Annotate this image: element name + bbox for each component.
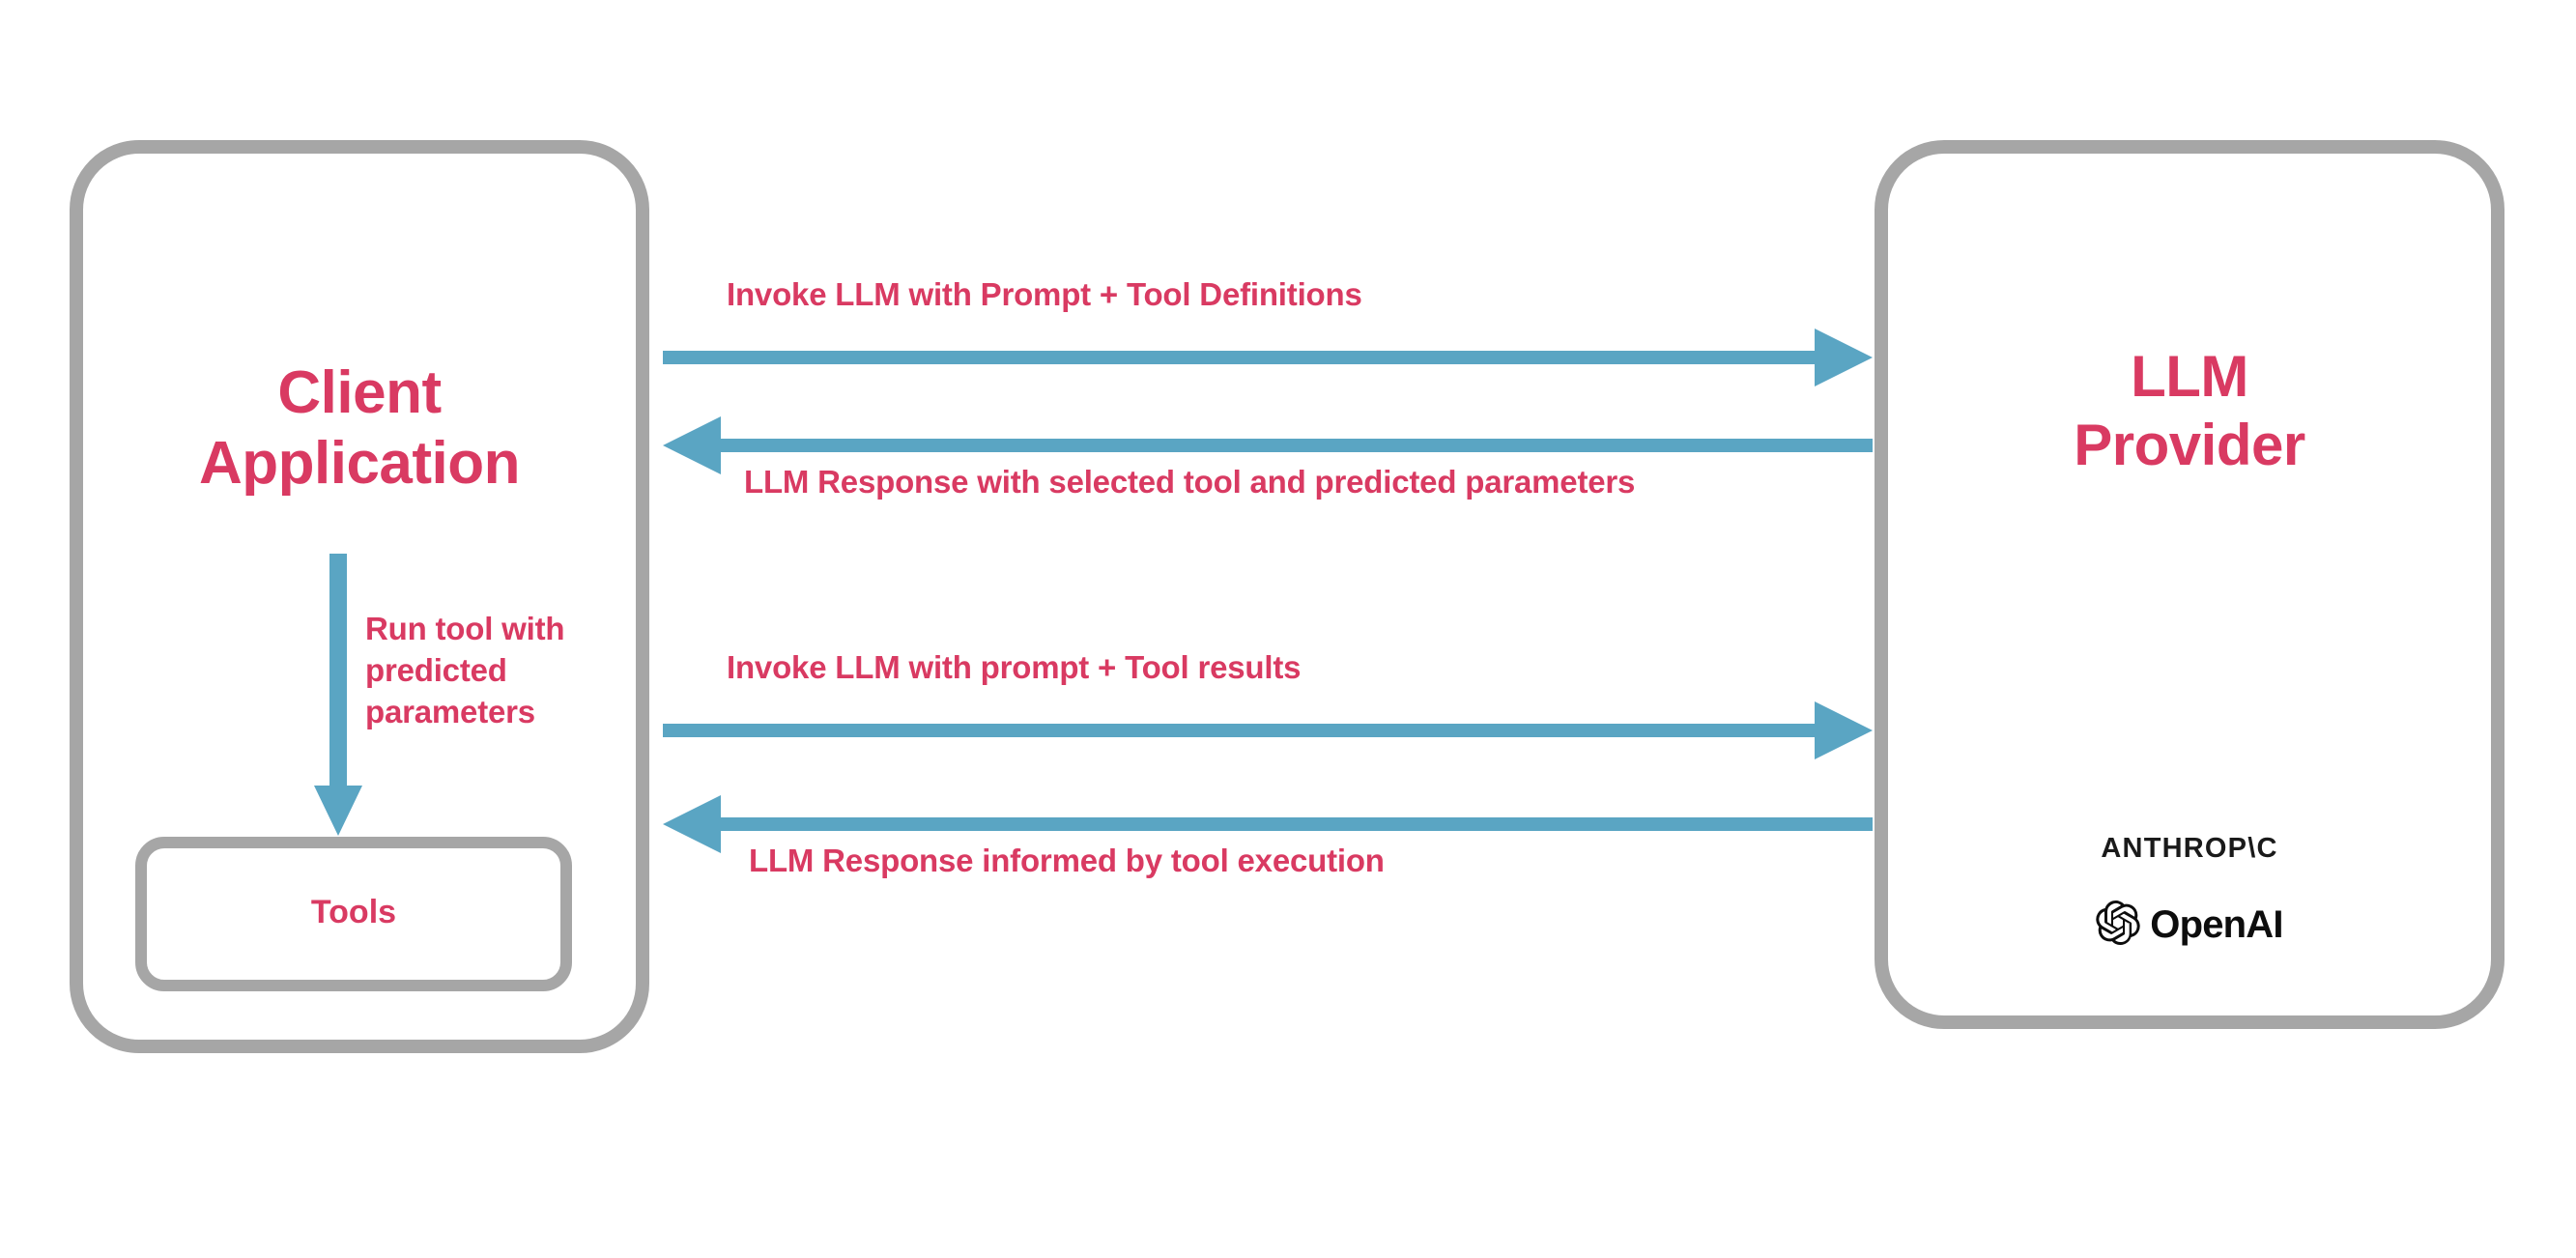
run-tool-label-line-1: Run tool with bbox=[365, 611, 565, 646]
client-title-line-1: Client bbox=[277, 359, 442, 426]
arrow-left-shape bbox=[663, 416, 1873, 474]
tools-box bbox=[135, 837, 572, 991]
message-arrow-invoke-1 bbox=[663, 328, 1873, 387]
openai-wordmark: OpenAI bbox=[2150, 903, 2283, 946]
arrow-right-shape bbox=[663, 329, 1873, 386]
anthropic-logo: ANTHROP\C bbox=[2101, 833, 2278, 864]
message-label-invoke-2: Invoke LLM with prompt + Tool results bbox=[727, 649, 1302, 685]
client-application-title: Client Application bbox=[89, 357, 630, 499]
message-arrow-invoke-2 bbox=[663, 700, 1873, 760]
message-arrow-response-1 bbox=[663, 415, 1873, 475]
message-label-response-1: LLM Response with selected tool and pred… bbox=[744, 464, 1636, 500]
run-tool-label-line-2: predicted bbox=[365, 651, 507, 688]
provider-title-line-1: LLM bbox=[2131, 344, 2248, 409]
arrow-right-shape bbox=[663, 701, 1873, 759]
openai-mark-icon bbox=[2096, 901, 2140, 950]
client-title-line-2: Application bbox=[198, 430, 521, 498]
provider-title-line-2: Provider bbox=[2074, 412, 2305, 477]
run-tool-label-line-3: parameters bbox=[365, 693, 535, 729]
message-arrow-response-2 bbox=[663, 794, 1873, 854]
llm-provider-box bbox=[1875, 140, 2504, 1029]
run-tool-label: Run tool with predicted parameters bbox=[365, 609, 655, 733]
message-label-response-2: LLM Response informed by tool execution bbox=[749, 843, 1385, 878]
openai-logo: OpenAI bbox=[1894, 901, 2485, 950]
tools-label: Tools bbox=[310, 894, 397, 930]
run-tool-arrow bbox=[307, 554, 369, 840]
arrow-left-shape bbox=[663, 795, 1873, 853]
message-label-invoke-1: Invoke LLM with Prompt + Tool Definition… bbox=[727, 276, 1362, 312]
arrow-down-shape bbox=[314, 554, 362, 836]
llm-provider-title: LLM Provider bbox=[1894, 343, 2485, 480]
